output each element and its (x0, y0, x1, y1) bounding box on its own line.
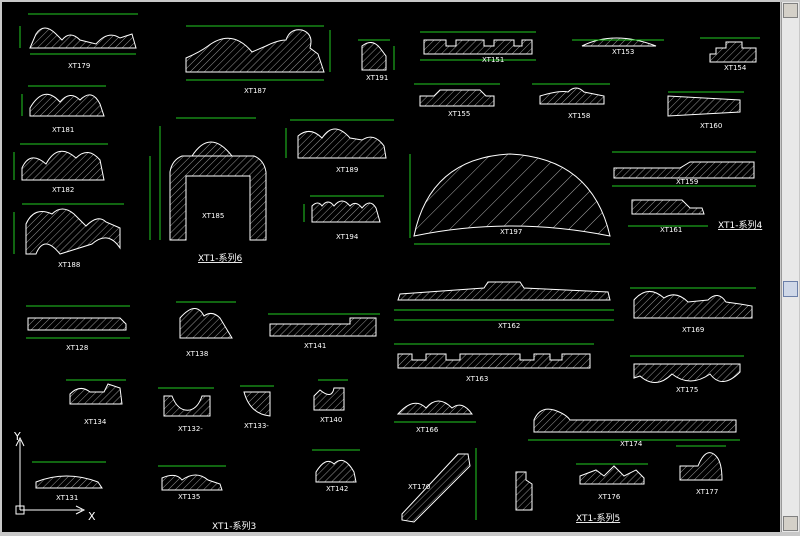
label-xt162: XT162 (498, 322, 520, 330)
profile-xt151 (420, 31, 536, 61)
label-xt151: XT151 (482, 56, 504, 64)
label-xt141: XT141 (304, 342, 326, 350)
label-xt133: XT133- (244, 422, 269, 430)
label-xt159: XT159 (676, 178, 698, 186)
profile-xt128 (26, 305, 130, 339)
label-xt154: XT154 (724, 64, 747, 72)
profile-xt163 (394, 343, 594, 369)
label-xt185: XT185 (202, 212, 224, 220)
ucs-icon (15, 436, 86, 515)
profile-xt142 (312, 449, 360, 483)
series-title-3: XT1-系列3 (212, 520, 256, 532)
label-xt131: XT131 (56, 494, 78, 502)
label-xt174: XT174 (620, 440, 643, 448)
profile-xt131 (32, 461, 106, 489)
label-xt158: XT158 (568, 112, 590, 120)
label-xt142: XT142 (326, 485, 348, 493)
label-xt132: XT132- (178, 425, 203, 433)
profile-xt140 (313, 379, 348, 411)
label-xt161: XT161 (660, 226, 682, 234)
profile-xt169 (630, 287, 756, 319)
profile-xt161 (628, 199, 708, 227)
label-xt155: XT155 (448, 110, 470, 118)
profile-xt185 (149, 117, 267, 241)
profile-xt189 (285, 119, 394, 159)
cad-drawing: Y X XT179 XT187 XT191 XT151 XT153 XT154 … (13, 13, 762, 532)
profile-xt175 (630, 355, 744, 383)
label-xt169: XT169 (682, 326, 704, 334)
label-xt166: XT166 (416, 426, 439, 434)
scroll-up-button[interactable] (783, 3, 798, 18)
label-xt128: XT128 (66, 344, 88, 352)
profile-xt162 (394, 281, 614, 321)
label-xt179: XT179 (68, 62, 90, 70)
drawing-canvas[interactable]: Y X XT179 XT187 XT191 XT151 XT153 XT154 … (2, 2, 780, 532)
label-xt194: XT194 (336, 233, 359, 241)
label-xt197: XT197 (500, 228, 522, 236)
profile-xt181 (21, 85, 106, 117)
label-xt175: XT175 (676, 386, 698, 394)
label-xt187: XT187 (244, 87, 266, 95)
profile-xt179 (19, 13, 138, 55)
profile-xt176 (576, 463, 648, 485)
label-xt135: XT135 (178, 493, 200, 501)
profile-xt160 (667, 91, 744, 117)
label-xt177: XT177 (696, 488, 718, 496)
scroll-thumb[interactable] (783, 281, 798, 297)
label-xt163: XT163 (466, 375, 488, 383)
label-xt140: XT140 (320, 416, 342, 424)
profile-xt170 (401, 448, 477, 523)
scroll-down-button[interactable] (783, 516, 798, 531)
profile-xt177 (676, 445, 726, 481)
label-xt138: XT138 (186, 350, 208, 358)
profile-xt188 (13, 203, 124, 255)
series-title-6: XT1-系列6 (198, 252, 242, 264)
profile-xt174 (528, 408, 740, 441)
profile-xt135 (158, 465, 226, 491)
profile-xt134 (66, 379, 126, 405)
label-xt191: XT191 (366, 74, 388, 82)
ucs-y-label: Y (13, 430, 21, 443)
profile-xt159 (612, 151, 756, 187)
profile-xt187 (185, 25, 331, 81)
label-xt176: XT176 (598, 493, 621, 501)
ucs-x-label: X (88, 510, 96, 523)
profile-xt197 (409, 153, 611, 245)
label-xt182: XT182 (52, 186, 74, 194)
profile-xt133 (240, 385, 274, 417)
label-xt181: XT181 (52, 126, 74, 134)
label-xt153: XT153 (612, 48, 634, 56)
series-title-5: XT1-系列5 (576, 512, 620, 524)
label-xt160: XT160 (700, 122, 722, 130)
profile-xt166 (394, 400, 476, 423)
label-xt189: XT189 (336, 166, 358, 174)
profile-xt154 (700, 37, 760, 63)
profile-xt194 (303, 195, 384, 223)
profile-xt178 (515, 471, 533, 511)
label-xt134: XT134 (84, 418, 107, 426)
label-xt170: XT170 (408, 483, 430, 491)
profile-xt155 (414, 83, 500, 107)
profile-xt158 (532, 83, 610, 105)
label-xt188: XT188 (58, 261, 80, 269)
profile-xt132 (158, 387, 214, 417)
profile-xt182 (13, 143, 108, 181)
vertical-scrollbar[interactable] (781, 2, 799, 532)
profile-xt141 (268, 313, 380, 337)
profile-xt138 (176, 301, 236, 339)
profile-xt191 (358, 39, 395, 71)
series-title-4: XT1-系列4 (718, 219, 762, 231)
profile-xt153 (572, 37, 664, 47)
